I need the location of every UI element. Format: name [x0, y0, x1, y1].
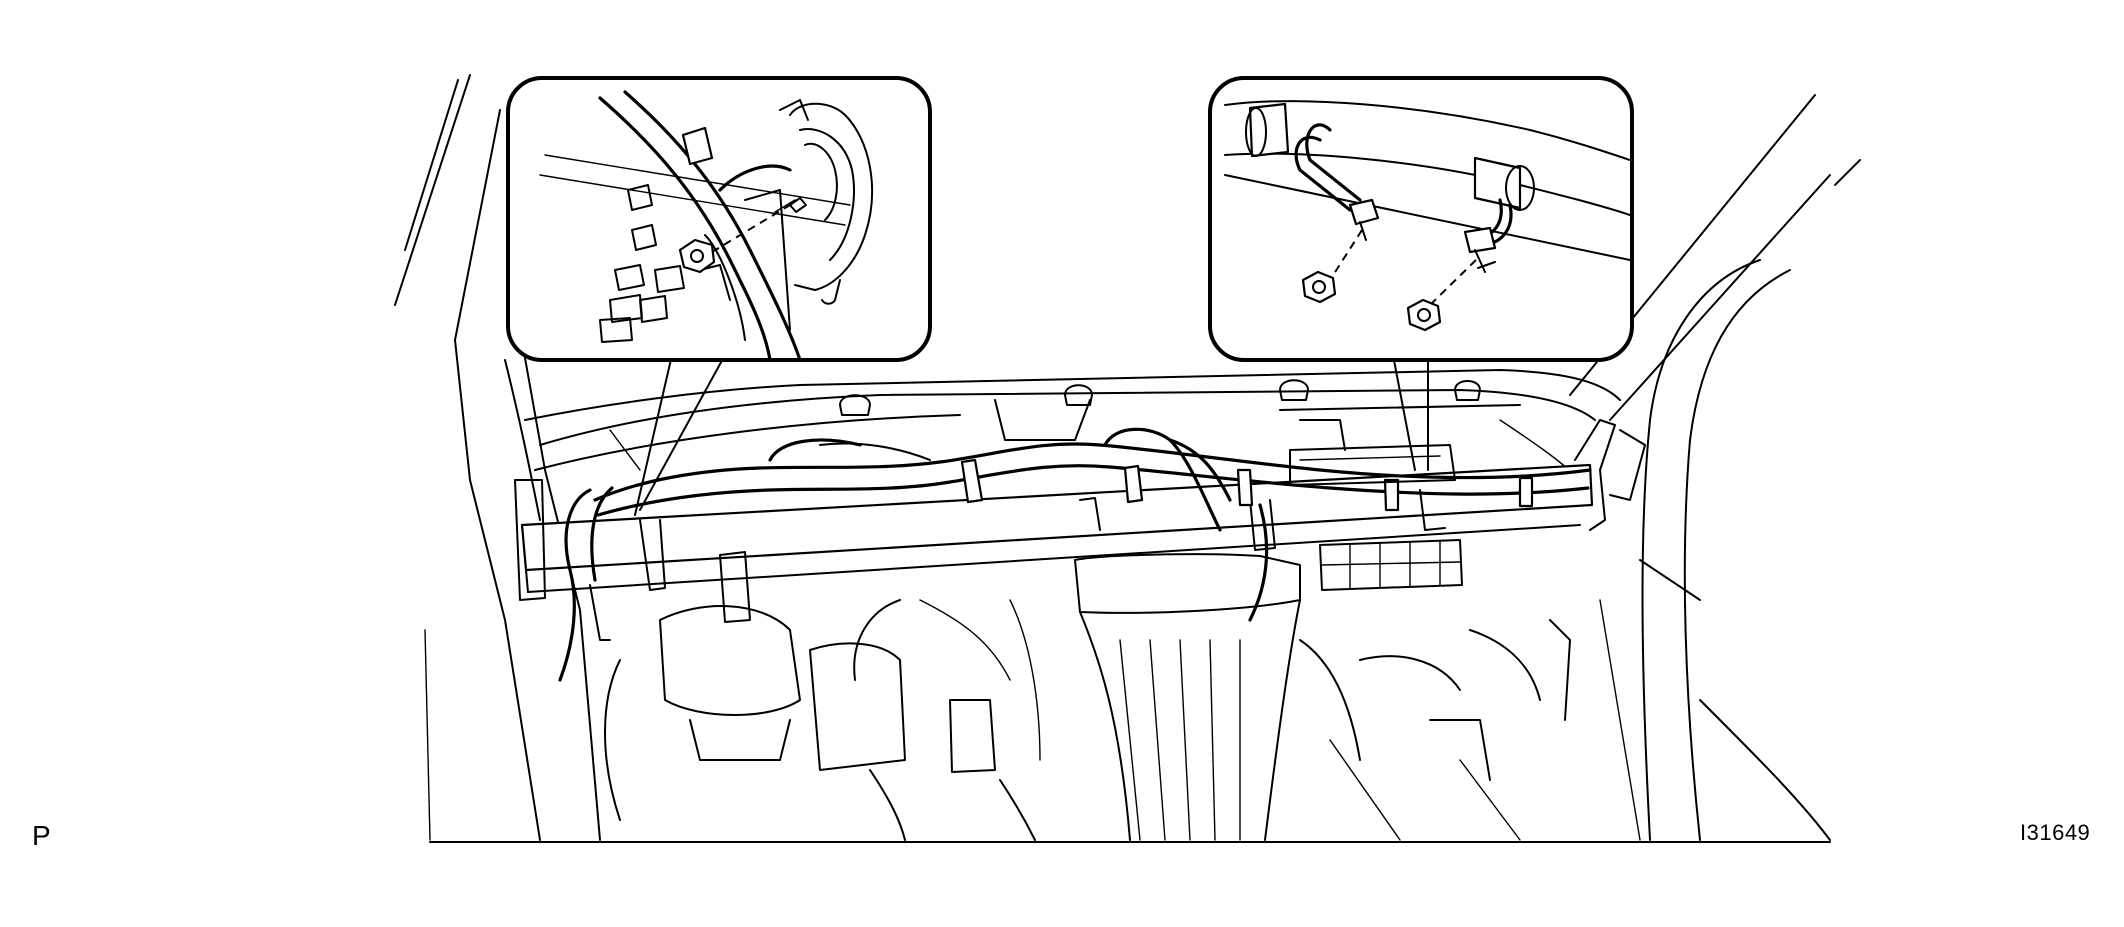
left-pillar [394, 74, 601, 841]
right-pillar [1569, 94, 1861, 841]
detail-callout-right [1208, 76, 1634, 362]
dashboard-top [524, 369, 1621, 481]
nut-fastener-icon [678, 238, 716, 274]
detail-callout-left [506, 76, 932, 362]
figure-code-left: P [32, 820, 51, 851]
steering-area [604, 599, 1041, 841]
callout-leaders [634, 344, 1429, 516]
right-lower-area [1299, 619, 1571, 841]
clamp-nut-icon [1406, 298, 1442, 332]
instrument-crossmember [514, 419, 1646, 641]
clamp-bolt-icon [1301, 270, 1337, 304]
figure-code-right: I31649 [2020, 820, 2091, 845]
wire-harness [558, 427, 1592, 682]
dashboard-crossmember-view [394, 74, 1861, 843]
heater-duct-unit [1074, 419, 1463, 841]
